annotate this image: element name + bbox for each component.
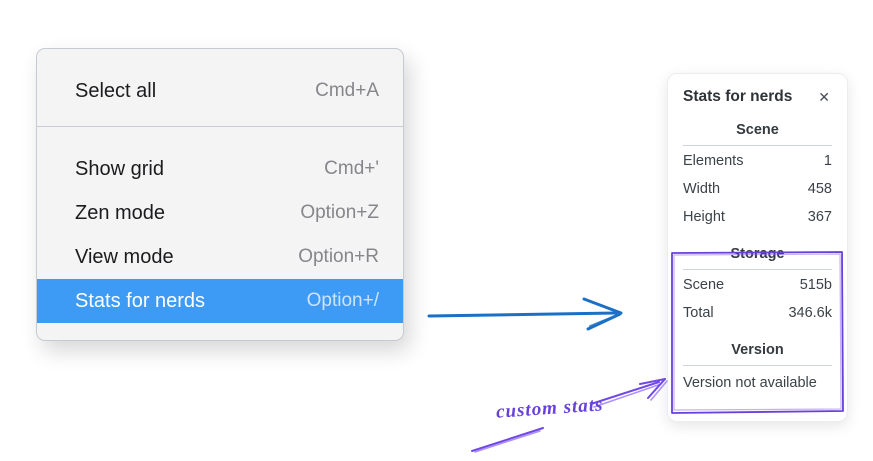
stat-value: 515b xyxy=(799,277,832,293)
stat-row-width: Width 458 xyxy=(683,175,832,203)
stats-panel-title: Stats for nerds xyxy=(683,88,793,105)
stat-row-scene-storage: Scene 515b xyxy=(683,271,832,299)
stats-panel: Stats for nerds ✕ Scene Elements 1 Width… xyxy=(667,73,848,422)
section-title-scene: Scene xyxy=(736,122,779,138)
section-divider xyxy=(683,365,832,366)
menu-item-label: Zen mode xyxy=(75,201,166,224)
menu-item-label: Show grid xyxy=(75,157,164,180)
stat-label: Total xyxy=(683,305,714,321)
menu-item-stats-for-nerds[interactable]: Stats for nerds Option+/ xyxy=(37,279,403,323)
stat-label: Height xyxy=(683,209,725,225)
stats-panel-header: Stats for nerds ✕ xyxy=(683,88,832,106)
menu-item-label: Stats for nerds xyxy=(75,289,206,312)
flow-arrow xyxy=(427,297,623,331)
stat-row-elements: Elements 1 xyxy=(683,147,832,175)
section-divider xyxy=(683,145,832,146)
custom-stats-underline xyxy=(471,427,544,453)
section-divider xyxy=(683,269,832,270)
menu-item-shortcut: Cmd+A xyxy=(315,80,379,101)
stat-row-height: Height 367 xyxy=(683,203,832,231)
context-menu: Select all Cmd+A Show grid Cmd+' Zen mod… xyxy=(36,48,404,341)
stat-value: 367 xyxy=(807,209,832,225)
stat-label: Width xyxy=(683,181,721,197)
menu-item-label: View mode xyxy=(75,245,174,268)
stat-label: Scene xyxy=(683,277,725,293)
close-icon[interactable]: ✕ xyxy=(818,89,830,105)
menu-item-shortcut: Cmd+' xyxy=(324,158,379,179)
custom-stats-label: custom stats xyxy=(495,394,605,423)
section-title-storage: Storage xyxy=(730,246,785,262)
menu-item-label: Select all xyxy=(75,79,157,102)
stat-row-total-storage: Total 346.6k xyxy=(683,299,832,327)
menu-item-view-mode[interactable]: View mode Option+R xyxy=(37,235,403,279)
stat-value: 1 xyxy=(823,153,832,169)
version-note: Version not available xyxy=(683,375,817,391)
section-title-version: Version xyxy=(731,342,784,358)
menu-item-zen-mode[interactable]: Zen mode Option+Z xyxy=(37,191,403,235)
stat-label: Elements xyxy=(683,153,744,169)
custom-stats-arrow xyxy=(590,378,668,408)
stat-value: 346.6k xyxy=(788,305,832,321)
menu-item-show-grid[interactable]: Show grid Cmd+' xyxy=(37,147,403,191)
menu-item-select-all[interactable]: Select all Cmd+A xyxy=(37,69,403,113)
stat-value: 458 xyxy=(807,181,832,197)
menu-divider xyxy=(37,126,403,127)
menu-item-shortcut: Option+/ xyxy=(306,290,379,311)
menu-item-shortcut: Option+Z xyxy=(300,202,379,223)
menu-item-shortcut: Option+R xyxy=(298,246,379,267)
